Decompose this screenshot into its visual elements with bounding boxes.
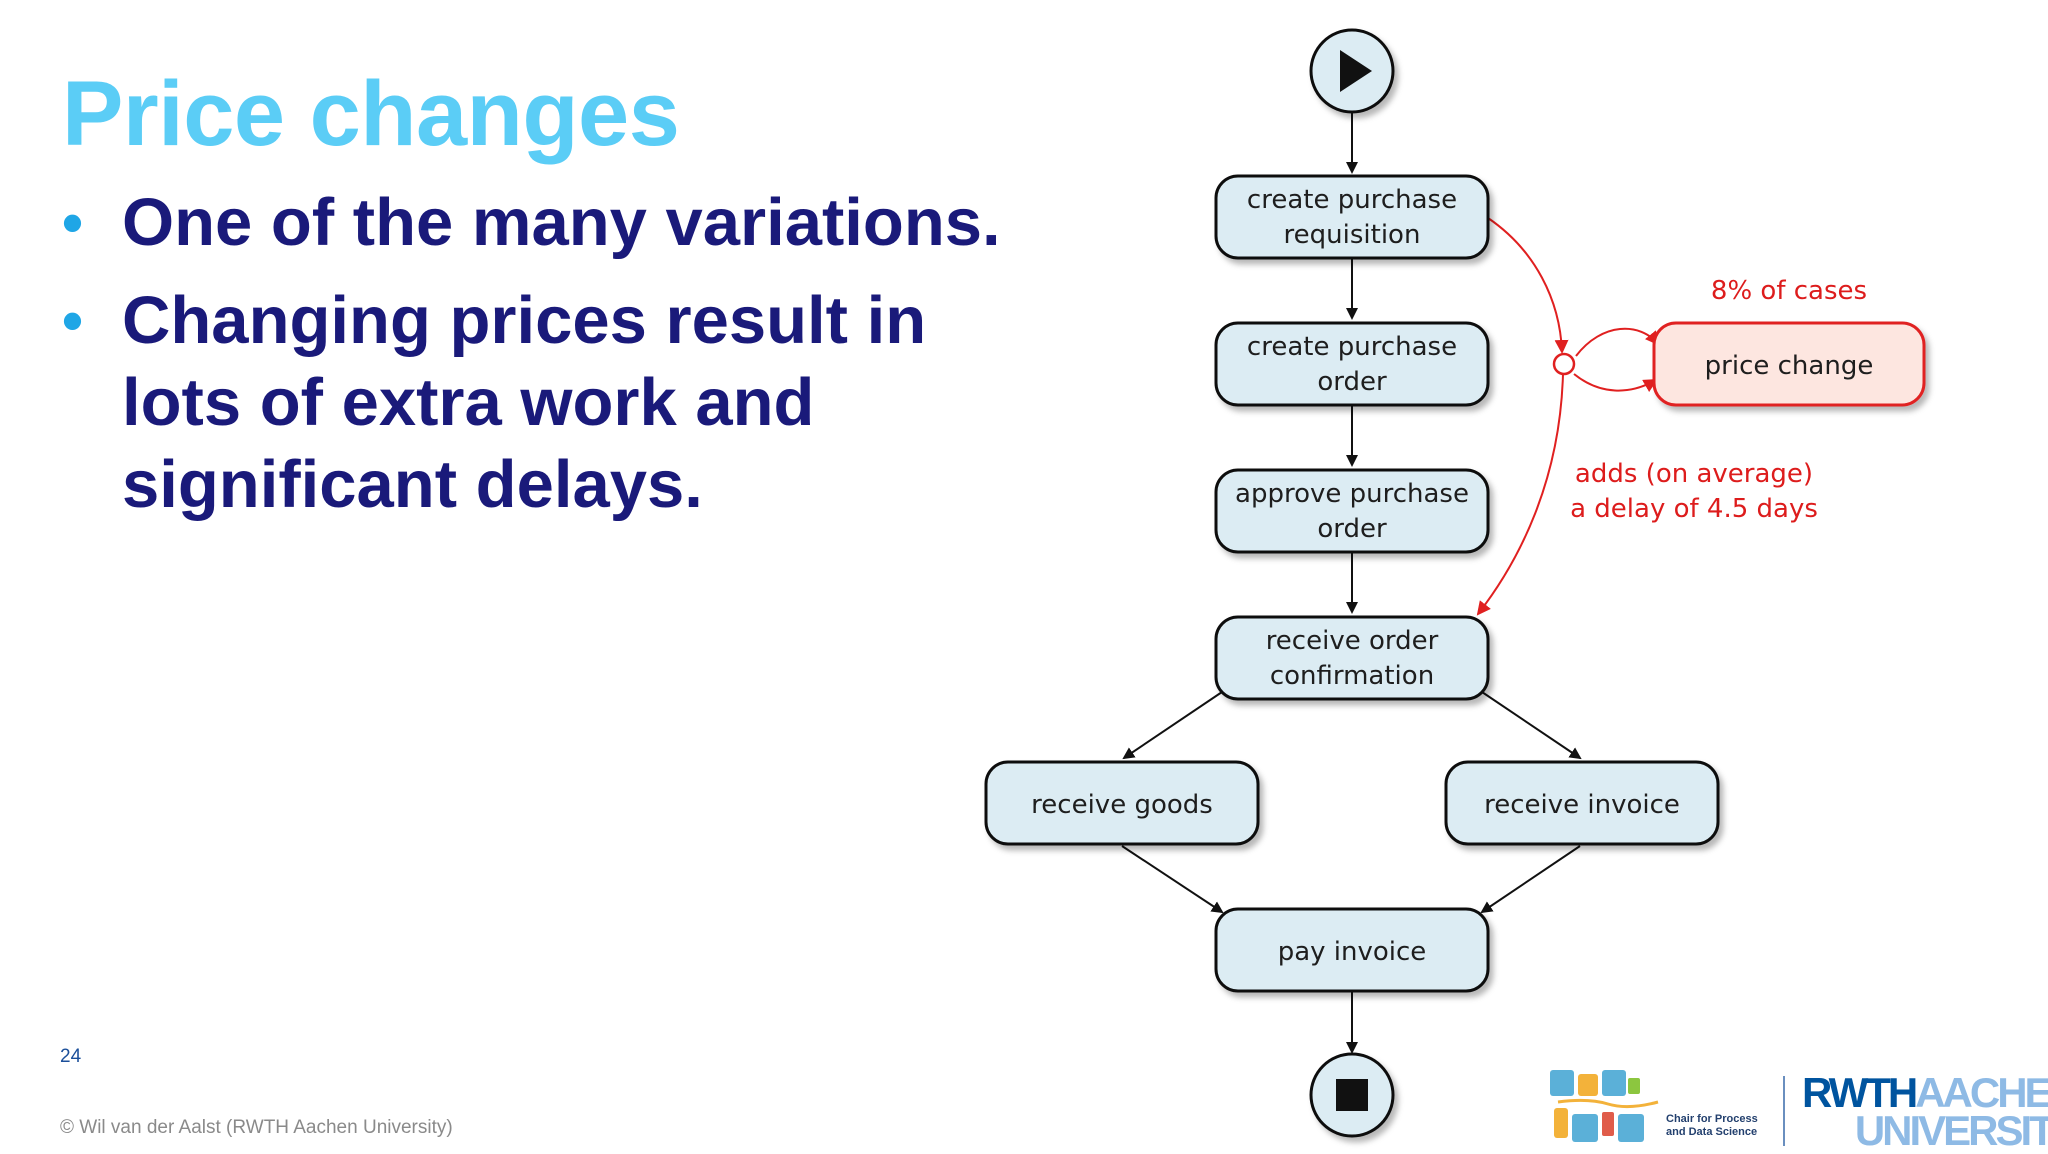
rwth-logo: RWTHAACHEN UNIVERSITY — [1802, 1072, 2048, 1154]
pads-logo — [1550, 1070, 1659, 1142]
bullet-text: One of the many variations. — [122, 185, 1001, 260]
merge-point — [1552, 352, 1576, 376]
node-receive-goods: receive goods — [984, 760, 1260, 846]
node-label: create purchase — [1247, 185, 1457, 215]
slide-title: Price changes — [62, 63, 680, 165]
delay-annotation: adds (on average) — [1575, 459, 1813, 489]
node-price-change: price change — [1652, 321, 1926, 407]
edge-confirmation-to-invoice — [1481, 691, 1582, 760]
node-label: requisition — [1284, 220, 1421, 250]
node-label: price change — [1705, 351, 1874, 381]
node-label: create purchase — [1247, 332, 1457, 362]
copyright-notice: © Wil van der Aalst (RWTH Aachen Univers… — [60, 1117, 453, 1138]
flow-edges — [1121, 113, 1582, 1054]
edge-merge-to-confirmation — [1476, 373, 1564, 616]
node-label: receive invoice — [1484, 790, 1680, 820]
stop-icon — [1336, 1079, 1368, 1111]
node-pay-invoice: pay invoice — [1214, 907, 1490, 993]
rwth-logo-text: AACHEN — [1915, 1069, 2048, 1116]
bullet-text: Changing prices result in lots of extra … — [122, 283, 927, 522]
page-number: 24 — [60, 1046, 82, 1067]
node-label: pay invoice — [1278, 937, 1427, 967]
start-event — [1309, 28, 1395, 114]
edge-price-change-to-merge — [1575, 327, 1660, 357]
edge-merge-to-price-change — [1573, 373, 1658, 393]
logo-divider — [1783, 1076, 1785, 1146]
node-label: receive order — [1266, 626, 1439, 656]
edge-requisition-to-merge — [1487, 217, 1569, 354]
end-event — [1309, 1052, 1395, 1138]
node-receive-invoice: receive invoice — [1444, 760, 1720, 846]
rwth-logo-text: UNIVERSITY — [1854, 1107, 2048, 1154]
edge-goods-to-pay — [1121, 845, 1224, 914]
edge-invoice-to-pay — [1480, 845, 1581, 914]
node-label: confirmation — [1270, 661, 1434, 691]
rwth-logo-text: RWTH — [1802, 1069, 1918, 1116]
node-approve-order: approve purchase order — [1214, 468, 1490, 554]
pads-caption-line: and Data Science — [1666, 1126, 1758, 1138]
bullet-item: • One of the many variations. — [62, 182, 1062, 264]
bullet-dot-icon: • — [62, 189, 84, 256]
node-label: receive goods — [1031, 790, 1213, 820]
node-create-order: create purchase order — [1214, 321, 1490, 407]
node-label: order — [1317, 514, 1387, 544]
frequency-annotation: 8% of cases — [1711, 276, 1867, 306]
node-create-requisition: create purchase requisition — [1214, 174, 1490, 260]
pads-caption-line: Chair for Process — [1666, 1113, 1758, 1125]
play-icon — [1340, 50, 1372, 92]
node-receive-confirmation: receive order confirmation — [1214, 615, 1490, 701]
node-label: order — [1317, 367, 1387, 397]
bullet-list: • One of the many variations. • Changing… — [62, 182, 1062, 542]
pads-caption: Chair for Process and Data Science — [1666, 1113, 1758, 1139]
edge-confirmation-to-goods — [1122, 691, 1223, 760]
price-change-edges — [1476, 217, 1660, 616]
node-label: approve purchase — [1235, 479, 1469, 509]
delay-annotation: a delay of 4.5 days — [1570, 494, 1818, 524]
bullet-item: • Changing prices result in lots of extr… — [62, 280, 1062, 526]
bullet-dot-icon: • — [62, 287, 84, 354]
